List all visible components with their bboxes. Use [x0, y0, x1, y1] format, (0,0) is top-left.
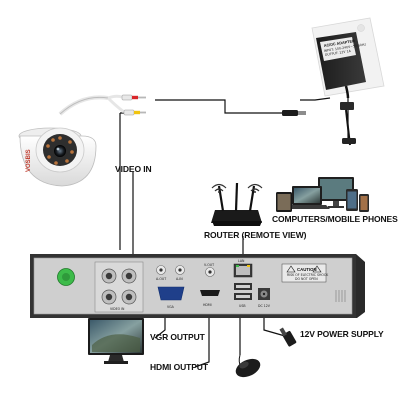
fan-vents	[335, 290, 346, 302]
port-label-dc: DC 12V	[258, 304, 271, 308]
barrel-connector	[282, 110, 306, 116]
caution-title: CAUTION	[297, 267, 317, 272]
adapter-brand: AC/DC ADAPTER	[324, 39, 356, 48]
power-cable-top	[155, 99, 300, 114]
port-label-hdmi: HDMI	[203, 303, 212, 307]
hdmi-cable	[194, 305, 210, 368]
caution-line-2: DO NOT OPEN	[295, 277, 318, 281]
port-label-audio-in: A-IN	[176, 277, 183, 281]
label-computers: COMPUTERS/MOBILE PHONES	[272, 214, 398, 224]
label-hdmi-output: HDMI OUTPUT	[150, 362, 208, 372]
rca-connectors	[121, 94, 146, 116]
label-vgr-output: VGR OUTPUT	[150, 332, 205, 342]
port-label-usb: USB	[239, 304, 246, 308]
monitor	[88, 318, 144, 364]
hdmi-port	[200, 290, 220, 296]
bnc-ports	[101, 268, 137, 305]
ir-led-ring	[46, 136, 74, 165]
caution-line-1: RISK OF ELECTRIC SHOCK	[287, 273, 329, 277]
usb-mouse	[235, 354, 261, 378]
camera-lens	[54, 145, 66, 157]
devices-group	[276, 177, 369, 212]
router	[211, 182, 263, 226]
port-label-lan: LAN	[238, 259, 245, 263]
label-power-supply: 12V POWER SUPPLY	[300, 329, 384, 339]
label-router: ROUTER (REMOTE VIEW)	[204, 230, 307, 240]
adapter-spec-1: INPUT: 100-240V~50/60Hz	[324, 42, 367, 53]
port-label-vout: V-OUT	[204, 263, 214, 267]
dome-camera: VOSBIS	[18, 94, 125, 187]
port-label-video-in: VIDEO IN	[110, 307, 125, 311]
dvr-recorder: VIDEO IN A-OUT A-IN VGA V-OUT HDMI LAN U…	[30, 254, 365, 318]
port-label-audio-out: A-OUT	[156, 277, 166, 281]
vga-port	[157, 286, 185, 301]
power-adapter: AC/DC ADAPTER INPUT: 100-240V~50/60Hz OU…	[311, 17, 385, 146]
label-video-in: VIDEO IN	[115, 164, 152, 174]
port-label-vga: VGA	[167, 305, 175, 309]
dc-power-plug	[279, 327, 297, 347]
power-cable-adapter	[300, 97, 331, 101]
camera-brand: VOSBIS	[26, 149, 32, 172]
wifi-signal-icon	[211, 183, 263, 192]
adapter-spec-2: OUTPUT: 12V 1A	[325, 49, 352, 57]
